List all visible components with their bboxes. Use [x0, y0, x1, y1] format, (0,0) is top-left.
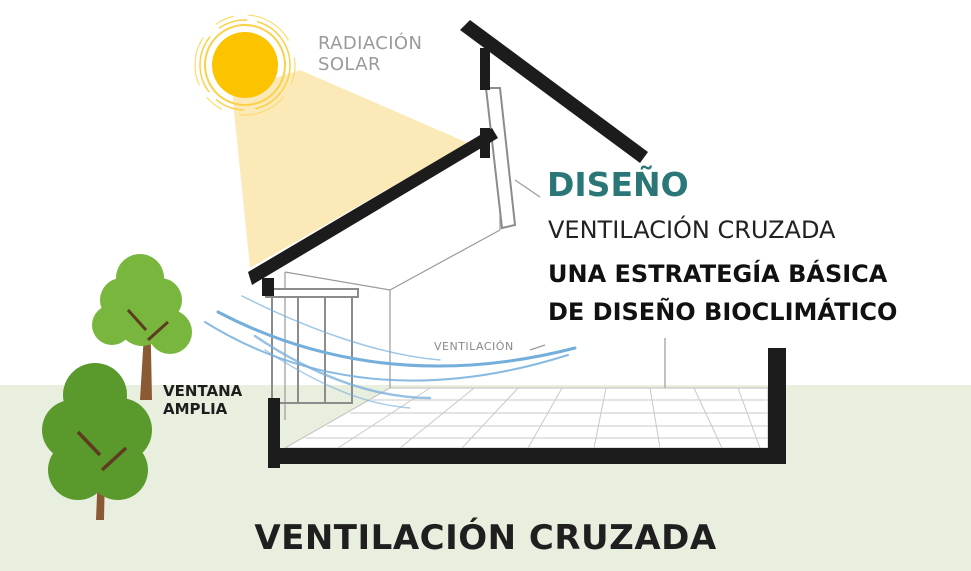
heading-lead-line2: DE DISEÑO BIOCLIMÁTICO — [548, 298, 898, 326]
heading-lead-line1: UNA ESTRATEGÍA BÁSICA — [548, 260, 888, 288]
window-label-line2: AMPLIA — [163, 399, 228, 418]
airflow-label: VENTILACIÓN — [434, 340, 514, 353]
solar-radiation-label: RADIACIÓN SOLAR — [318, 33, 422, 75]
footer-title: VENTILACIÓN CRUZADA — [254, 518, 717, 558]
solar-label-line1: RADIACIÓN — [318, 33, 423, 54]
heading-subtitle: VENTILACIÓN CRUZADA — [548, 216, 836, 244]
sun-beam — [232, 70, 468, 268]
sun-icon — [194, 14, 296, 116]
window-frame — [265, 288, 359, 404]
callout-lines — [514, 179, 546, 351]
tree-icon — [92, 254, 192, 400]
solar-label-line2: SOLAR — [318, 54, 381, 76]
window-label-line1: VENTANA — [163, 382, 243, 400]
airflow-lines-icon — [204, 295, 577, 409]
heading-title: DISEÑO — [547, 165, 689, 204]
tree-icon — [42, 363, 152, 520]
house-section-icon — [248, 20, 786, 468]
clerestory-window — [484, 87, 517, 230]
window-label: VENTANA AMPLIA — [163, 382, 243, 418]
